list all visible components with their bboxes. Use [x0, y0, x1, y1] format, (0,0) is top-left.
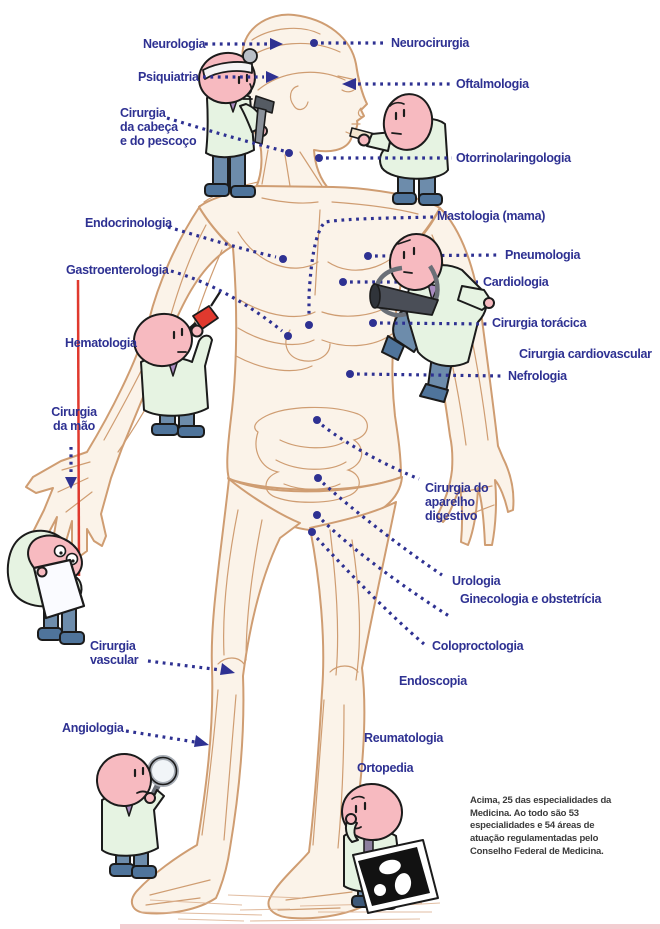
- specialty-label-oftalmologia: Oftalmologia: [456, 77, 529, 91]
- specialty-label-cirurgia-cardiovascular: Cirurgia cardiovascular: [519, 347, 652, 361]
- leader-pneumologia: [374, 253, 501, 258]
- point-mastologia: [305, 321, 313, 329]
- specialty-label-cirurgia-toracica: Cirurgia torácica: [492, 316, 587, 330]
- leader-cirurgia-vascular: [147, 659, 222, 672]
- specialty-label-cirurgia-da-mao: Cirurgia da mão: [51, 405, 97, 433]
- arrow-neurologia: [270, 38, 283, 50]
- specialty-label-angiologia: Angiologia: [62, 721, 124, 735]
- point-gastroenterologia: [284, 332, 292, 340]
- point-cirurgia-toracica: [369, 319, 377, 327]
- specialty-label-cirurgia-aparelho-digestivo: Cirurgia do aparelho digestivo: [425, 481, 489, 523]
- head-mirror-band: [202, 61, 253, 80]
- specialty-label-gastroenterologia: Gastroenterologia: [66, 263, 169, 277]
- leader-urologia: [321, 481, 443, 577]
- point-digestivo: [313, 416, 321, 424]
- point-otorrinolaringologia: [315, 154, 323, 162]
- syringe-needle: [210, 291, 221, 307]
- point-neurocirurgia: [310, 39, 318, 47]
- specialty-label-reumatologia: Reumatologia: [364, 731, 444, 745]
- specialty-label-coloproctologia: Coloproctologia: [432, 639, 524, 653]
- arrow-oftalmologia: [342, 78, 356, 90]
- specialty-label-neurocirurgia: Neurocirurgia: [391, 36, 470, 50]
- specialty-label-otorrinolaringologia: Otorrinolaringologia: [456, 151, 571, 165]
- point-endocrinologia: [279, 255, 287, 263]
- specialty-label-ortopedia: Ortopedia: [357, 761, 414, 775]
- point-pneumologia: [364, 252, 372, 260]
- point-nefrologia: [346, 370, 354, 378]
- hematologia-red-line: [76, 279, 81, 577]
- arrow-angiologia: [194, 735, 209, 747]
- specialty-label-urologia: Urologia: [452, 574, 501, 588]
- doctor-clipboard: [6, 529, 86, 645]
- page-edge-strip: [120, 924, 660, 929]
- arrow-psiquiatria: [266, 71, 279, 83]
- head-mirror-icon: [242, 48, 258, 64]
- doctor-syringe: [133, 291, 221, 438]
- glasses-icon: [53, 544, 67, 558]
- syringe-icon: [192, 305, 219, 330]
- specialty-label-pneumologia: Pneumologia: [505, 248, 581, 262]
- leader-angiologia: [125, 729, 196, 744]
- specialty-label-endocrinologia: Endocrinologia: [85, 216, 172, 230]
- leader-cirurgia-toracica: [379, 321, 489, 326]
- leader-endocrinologia: [167, 225, 277, 259]
- specialty-label-cirurgia-vascular: Cirurgia vascular: [90, 639, 139, 667]
- point-coloproctologia: [308, 528, 316, 536]
- specialty-label-endoscopia: Endoscopia: [399, 674, 467, 688]
- specialty-label-psiquiatria: Psiquiatria: [138, 70, 199, 84]
- doctor-stethoscope: [369, 233, 495, 403]
- leader-nefrologia: [356, 372, 504, 378]
- leader-ginecologia: [320, 518, 450, 618]
- doctor-magnifier: [96, 752, 179, 879]
- specialty-label-neurologia: Neurologia: [143, 37, 206, 51]
- specialty-label-cirurgia-cabeca-pescoco: Cirurgia da cabeça e do pescoço: [120, 106, 197, 148]
- point-cabeca-pescoco: [285, 149, 293, 157]
- leader-mastologia: [307, 215, 434, 318]
- leader-gastroenterologia: [170, 269, 284, 333]
- specialty-label-cardiologia: Cardiologia: [483, 275, 549, 289]
- specialty-label-mastologia: Mastologia (mama): [437, 209, 546, 223]
- point-urologia: [314, 474, 322, 482]
- specialty-label-ginecologia-obstetricia: Ginecologia e obstetrícia: [460, 592, 602, 606]
- doctor-tongue-depressor: [349, 93, 449, 206]
- specialty-label-hematologia: Hematologia: [65, 336, 137, 350]
- otoscope-icon: [253, 95, 275, 114]
- specialty-label-nefrologia: Nefrologia: [508, 369, 567, 383]
- caption-text: Acima, 25 das especialidades da Medicina…: [470, 795, 612, 857]
- leader-coloproctologia: [315, 536, 426, 646]
- doctor-xray: [341, 782, 439, 914]
- arrow-cirurgia-vascular: [220, 663, 235, 675]
- point-ginecologia: [313, 511, 321, 519]
- arrow-cirurgia-da-mao: [65, 477, 77, 489]
- leader-digestivo: [321, 423, 420, 481]
- point-cardiologia: [339, 278, 347, 286]
